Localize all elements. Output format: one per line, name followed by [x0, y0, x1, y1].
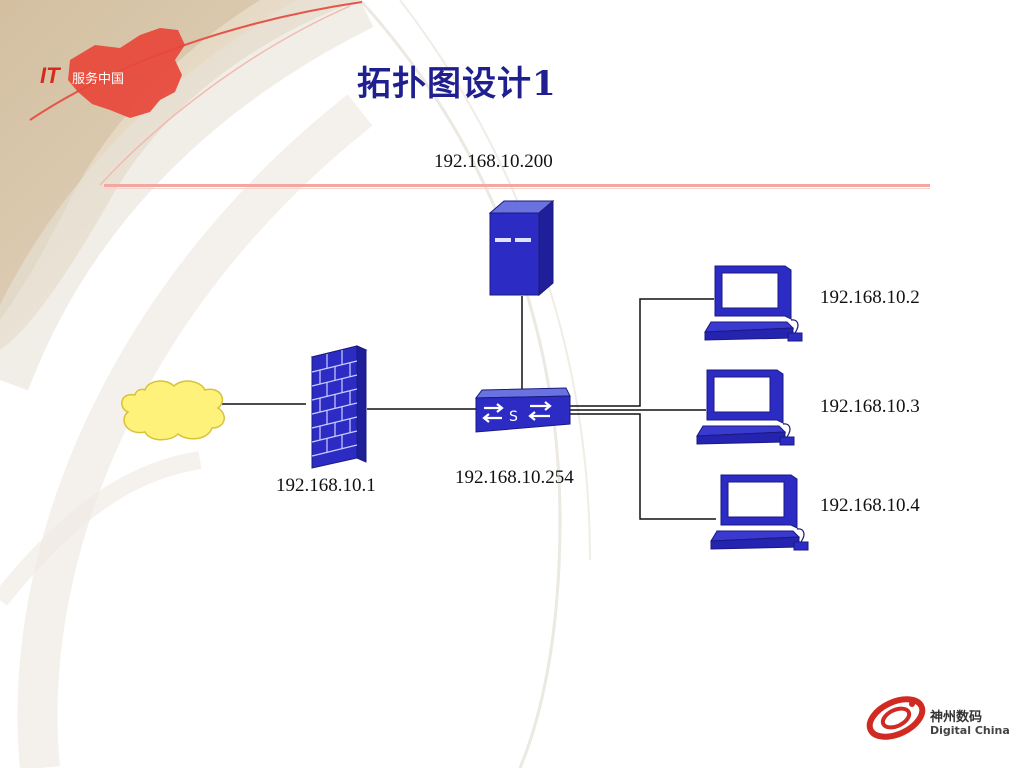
header-logo-subtext: 服务中国 [72, 72, 125, 87]
pc3-ip-label: 192.168.10.4 [820, 495, 920, 516]
computer-icon [710, 474, 809, 551]
computer-icon [704, 265, 803, 342]
header-logo-text: IT [40, 63, 60, 88]
footer-logo-en: Digital China [930, 724, 1010, 737]
pc1-ip-label: 192.168.10.2 [820, 287, 920, 308]
server-icon [488, 199, 555, 297]
firewall-ip-label: 192.168.10.1 [276, 475, 376, 496]
slide-title: 拓扑图设计1 [357, 64, 557, 104]
switch-icon: S [474, 387, 571, 433]
link-switch-pc1 [570, 298, 714, 407]
svg-text:S: S [509, 409, 518, 425]
firewall-icon [310, 345, 368, 469]
connection-lines [222, 296, 716, 520]
computer-icon [696, 369, 795, 446]
server-ip-label: 192.168.10.200 [434, 151, 553, 172]
footer-logo-cn: 神州数码 [930, 710, 983, 725]
pc2-ip-label: 192.168.10.3 [820, 396, 920, 417]
link-switch-pc3 [570, 413, 716, 520]
cloud-icon [121, 380, 225, 441]
switch-ip-label: 192.168.10.254 [455, 467, 574, 488]
